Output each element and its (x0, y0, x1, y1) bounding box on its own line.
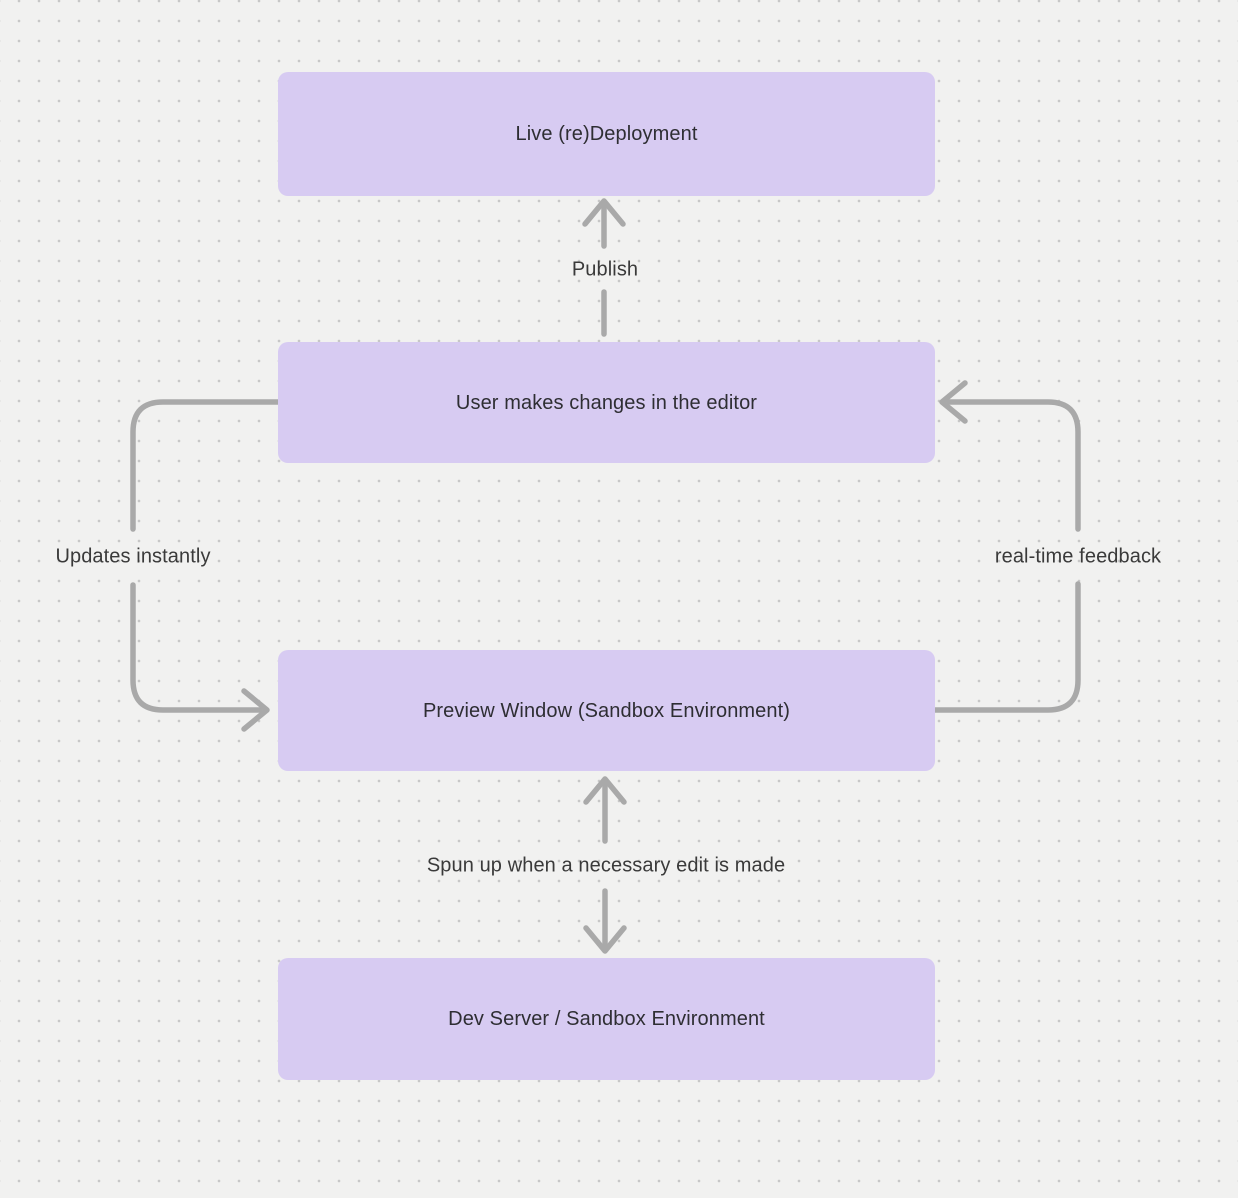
edge-label-publish: Publish (571, 258, 639, 281)
node-dev-server: Dev Server / Sandbox Environment (278, 958, 935, 1080)
edge-label-spun-up: Spun up when a necessary edit is made (426, 854, 786, 877)
node-live-redeployment: Live (re)Deployment (278, 72, 935, 196)
node-preview-window-label: Preview Window (Sandbox Environment) (422, 699, 791, 722)
edge-label-realtime-feedback: real-time feedback (994, 545, 1162, 568)
node-preview-window: Preview Window (Sandbox Environment) (278, 650, 935, 771)
node-dev-server-label: Dev Server / Sandbox Environment (448, 1008, 765, 1030)
node-user-editor-label: User makes changes in the editor (455, 391, 758, 414)
node-live-redeployment-label: Live (re)Deployment (515, 123, 698, 145)
node-user-editor: User makes changes in the editor (278, 342, 935, 463)
edge-label-updates-instantly: Updates instantly (55, 545, 211, 568)
